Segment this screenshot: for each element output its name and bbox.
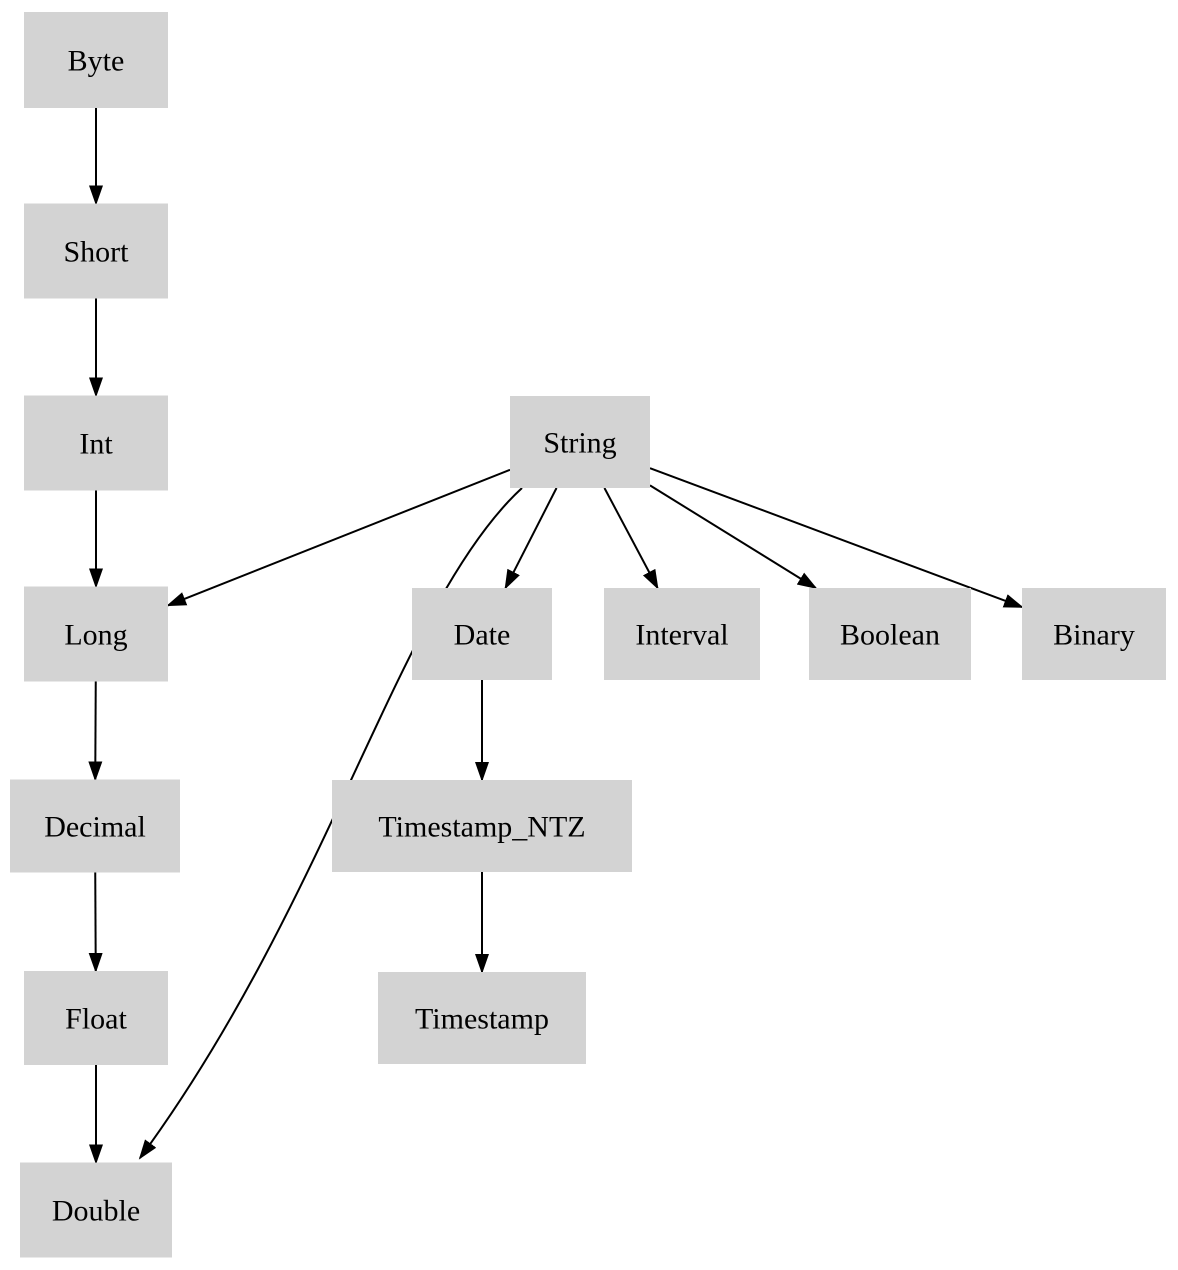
node-box-boolean: [809, 588, 971, 680]
node-float: Float: [24, 971, 168, 1065]
edge-string-to-boolean: [649, 484, 818, 590]
node-box-string: [510, 396, 650, 488]
node-label-short: Short: [63, 236, 129, 269]
node-label-date: Date: [454, 619, 511, 652]
node-label-byte: Byte: [68, 45, 125, 78]
node-int: Int: [24, 395, 168, 491]
node-boolean: Boolean: [809, 588, 971, 680]
edge-decimal-to-float: [88, 872, 103, 973]
node-box-short: [24, 203, 168, 299]
node-box-binary: [1022, 588, 1166, 680]
edge-long-to-decimal: [88, 681, 103, 782]
node-box-byte: [24, 12, 168, 108]
node-label-double: Double: [52, 1195, 140, 1228]
node-box-long: [24, 586, 168, 682]
node-byte: Byte: [24, 12, 168, 108]
node-timestamp_ntz: Timestamp_NTZ: [332, 780, 632, 872]
edge-string-to-double: [138, 487, 523, 1160]
node-short: Short: [24, 203, 168, 299]
edge-string-to-interval: [603, 487, 659, 590]
node-label-float: Float: [65, 1003, 127, 1036]
node-decimal: Decimal: [10, 779, 180, 873]
node-box-decimal: [10, 779, 180, 873]
edge-string-to-binary: [649, 467, 1024, 609]
node-label-timestamp_ntz: Timestamp_NTZ: [378, 811, 585, 844]
edge-string-to-date: [504, 487, 558, 590]
node-label-int: Int: [79, 428, 113, 461]
node-box-interval: [604, 588, 760, 680]
node-label-decimal: Decimal: [44, 811, 146, 844]
node-label-binary: Binary: [1053, 619, 1135, 652]
node-binary: Binary: [1022, 588, 1166, 680]
node-interval: Interval: [604, 588, 760, 680]
node-long: Long: [24, 586, 168, 682]
edges-layer: [88, 108, 1024, 1165]
node-box-int: [24, 395, 168, 491]
node-box-timestamp: [378, 972, 586, 1064]
node-label-long: Long: [64, 619, 127, 652]
node-double: Double: [20, 1162, 172, 1258]
node-label-boolean: Boolean: [840, 619, 940, 652]
node-label-interval: Interval: [635, 619, 728, 652]
node-box-double: [20, 1162, 172, 1258]
node-box-timestamp_ntz: [332, 780, 632, 872]
edge-string-to-long: [166, 468, 511, 607]
node-box-float: [24, 971, 168, 1065]
node-box-date: [412, 588, 552, 680]
node-label-string: String: [543, 427, 616, 460]
node-string: String: [510, 396, 650, 488]
node-label-timestamp: Timestamp: [415, 1003, 549, 1036]
node-date: Date: [412, 588, 552, 680]
node-timestamp: Timestamp: [378, 972, 586, 1064]
